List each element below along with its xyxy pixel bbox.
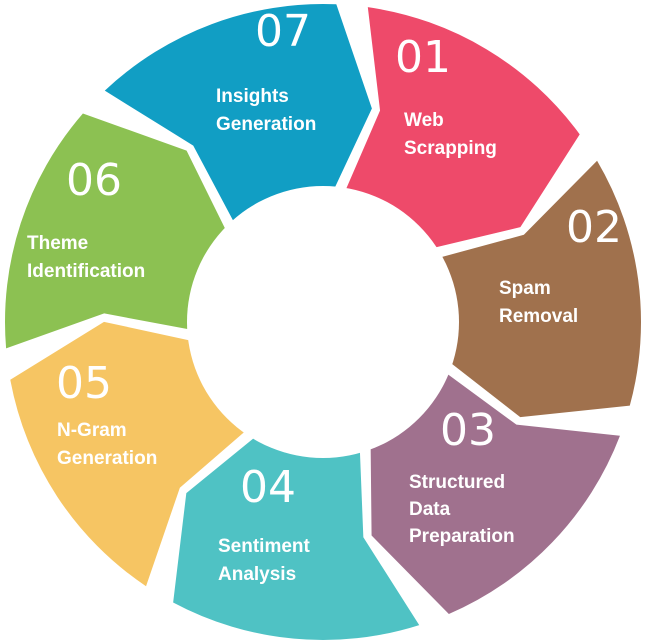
step-label-spam-removal-line-1: Spam — [499, 278, 551, 299]
segment-insights-generation — [104, 4, 372, 235]
step-label-sentiment-analysis-line-1: Sentiment — [218, 536, 311, 557]
step-label-structured-data-preparation-line-1: Structured — [409, 472, 505, 493]
segment-web-scrapping — [339, 7, 580, 252]
step-label-insights-generation-line-2: Generation — [216, 114, 316, 135]
step-number-06: 06 — [66, 155, 122, 206]
step-number-05: 05 — [56, 358, 112, 409]
step-label-theme-identification-line-1: Theme — [27, 233, 88, 254]
step-label-n-gram-generation-line-1: N-Gram — [57, 420, 127, 441]
step-label-web-scrapping-line-1: Web — [404, 110, 444, 131]
step-label-sentiment-analysis-line-2: Analysis — [218, 564, 296, 585]
step-number-01: 01 — [395, 32, 451, 83]
step-label-web-scrapping-line-2: Scrapping — [404, 138, 497, 159]
step-label-insights-generation-line-1: Insights — [216, 86, 289, 107]
segment-sentiment-analysis — [173, 427, 420, 640]
step-number-04: 04 — [240, 462, 296, 513]
step-label-structured-data-preparation-line-3: Preparation — [409, 526, 515, 547]
segment-spam-removal — [426, 160, 641, 418]
step-number-07: 07 — [255, 6, 311, 57]
segment-n-gram-generation — [10, 321, 257, 587]
step-number-03: 03 — [440, 405, 496, 456]
segment-structured-data-preparation — [370, 364, 620, 615]
step-label-theme-identification-line-2: Identification — [27, 261, 145, 282]
step-label-spam-removal-line-2: Removal — [499, 306, 578, 327]
segments-layer — [5, 4, 641, 640]
step-label-n-gram-generation-line-2: Generation — [57, 448, 157, 469]
center-hole — [187, 186, 459, 458]
step-number-02: 02 — [566, 202, 622, 253]
segment-theme-identification — [5, 113, 233, 349]
step-label-structured-data-preparation-line-2: Data — [409, 499, 451, 520]
